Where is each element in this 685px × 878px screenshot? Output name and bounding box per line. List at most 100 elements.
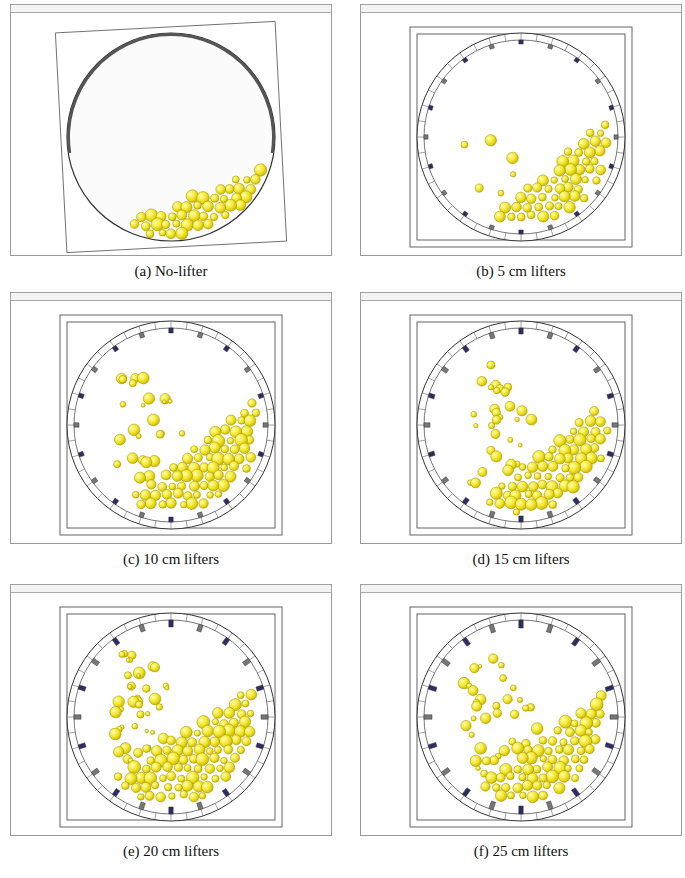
lifter bbox=[139, 624, 145, 632]
liner-segment bbox=[87, 482, 93, 486]
grinding-ball bbox=[194, 454, 202, 462]
liner-segment bbox=[240, 643, 245, 648]
liner-segment bbox=[599, 774, 605, 778]
lifter bbox=[548, 225, 554, 230]
grinding-ball bbox=[149, 693, 161, 705]
grinding-ball bbox=[527, 791, 539, 803]
liner-segment bbox=[110, 633, 114, 639]
lifter bbox=[489, 511, 495, 518]
dem-snapshot bbox=[360, 584, 682, 836]
grinding-ball bbox=[166, 229, 176, 239]
liner-segment bbox=[417, 425, 424, 426]
liner-segment bbox=[201, 618, 203, 625]
simulation-panel: (b) 5 cm lifters bbox=[360, 4, 682, 282]
grinding-ball bbox=[231, 735, 241, 745]
lifter bbox=[612, 423, 618, 427]
lifter bbox=[243, 768, 251, 776]
grinding-ball bbox=[113, 747, 124, 758]
grinding-ball bbox=[242, 700, 249, 707]
grinding-ball bbox=[224, 707, 235, 718]
grinding-ball bbox=[596, 417, 606, 427]
lifter bbox=[607, 451, 614, 457]
view-frame bbox=[361, 585, 682, 836]
grinding-ball bbox=[493, 709, 502, 718]
panel-caption: (c) 10 cm lifters bbox=[10, 551, 332, 568]
liner-segments bbox=[417, 33, 625, 241]
grinding-ball bbox=[499, 662, 505, 668]
simulation-panel: (c) 10 cm lifters bbox=[10, 292, 332, 570]
grinding-ball bbox=[146, 230, 154, 238]
liner-segment bbox=[249, 482, 255, 486]
lifter bbox=[462, 497, 469, 505]
liner-segment bbox=[489, 517, 491, 524]
grinding-ball bbox=[481, 782, 490, 791]
grinding-ball bbox=[189, 481, 199, 491]
liner-segment bbox=[590, 494, 595, 499]
grinding-ball bbox=[214, 470, 224, 480]
liner-segment bbox=[171, 814, 172, 821]
liner-segment bbox=[418, 121, 425, 122]
liner-segment bbox=[617, 152, 624, 153]
liner-segment bbox=[447, 351, 452, 356]
lifter bbox=[441, 190, 447, 196]
grinding-ball bbox=[150, 663, 159, 672]
lifter bbox=[462, 637, 470, 646]
grinding-ball bbox=[143, 745, 151, 753]
grinding-ball bbox=[518, 443, 522, 447]
liner-segment bbox=[551, 229, 553, 236]
liner-segment bbox=[607, 378, 613, 381]
liner-segment bbox=[139, 517, 141, 524]
liner-segment bbox=[565, 44, 568, 50]
liner-segment bbox=[97, 643, 102, 648]
grinding-ball bbox=[507, 792, 514, 799]
grinding-ball bbox=[134, 748, 143, 757]
shell-liner bbox=[74, 328, 268, 522]
grinding-ball bbox=[538, 480, 547, 489]
liner-segment bbox=[422, 685, 429, 687]
liner-segment bbox=[171, 321, 172, 328]
grinding-ball bbox=[119, 375, 127, 383]
shell-liner bbox=[424, 40, 618, 234]
grinding-ball bbox=[488, 422, 494, 428]
grinding-ball bbox=[246, 452, 256, 462]
housing-square bbox=[410, 315, 632, 535]
liner-segment bbox=[186, 521, 187, 528]
grinding-ball bbox=[564, 148, 572, 156]
housing-square bbox=[67, 322, 275, 528]
liner-segments bbox=[417, 321, 625, 529]
grinding-ball bbox=[554, 782, 565, 793]
grinding-ball bbox=[470, 755, 481, 766]
liner-segment bbox=[617, 121, 624, 122]
grinding-ball bbox=[212, 719, 218, 725]
liner-segment bbox=[437, 482, 443, 486]
grinding-ball bbox=[554, 727, 562, 735]
grinding-ball bbox=[575, 419, 583, 427]
grinding-ball bbox=[545, 473, 552, 480]
liner-segment bbox=[474, 44, 477, 50]
housing-square bbox=[417, 614, 625, 820]
liner-segment bbox=[267, 701, 274, 702]
grinding-ball bbox=[506, 772, 514, 780]
liner-segment bbox=[124, 803, 127, 809]
grinding-ball bbox=[224, 745, 233, 754]
grinding-ball bbox=[127, 453, 138, 464]
liner-segment bbox=[505, 521, 506, 528]
lifter bbox=[609, 164, 614, 170]
lifter bbox=[428, 105, 433, 111]
title-bar bbox=[361, 585, 682, 593]
grinding-ball bbox=[191, 446, 198, 453]
lifter bbox=[428, 393, 435, 399]
grinding-ball bbox=[510, 685, 516, 691]
grinding-ball bbox=[247, 710, 254, 717]
liner-segment bbox=[78, 761, 84, 764]
liner-segment bbox=[87, 656, 93, 660]
liner-segment bbox=[68, 732, 75, 733]
grinding-ball bbox=[549, 501, 557, 509]
lifters bbox=[74, 620, 268, 814]
grinding-ball bbox=[201, 774, 208, 781]
liner-segment bbox=[474, 803, 477, 809]
liner-segment bbox=[521, 613, 522, 620]
grinding-ball bbox=[491, 451, 502, 462]
grinding-ball bbox=[534, 473, 541, 480]
grinding-ball bbox=[156, 704, 163, 711]
